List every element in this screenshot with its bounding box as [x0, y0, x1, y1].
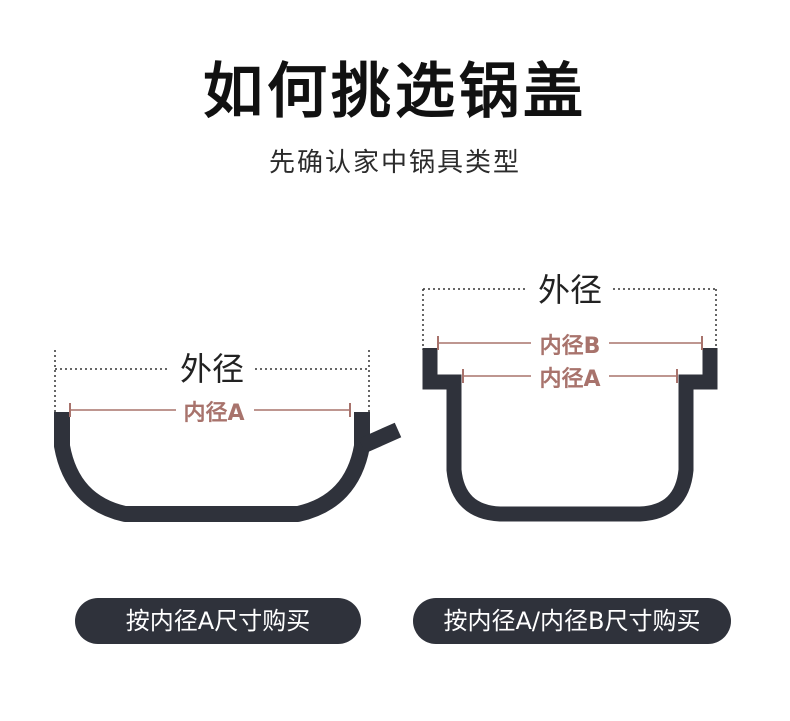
- left-pot: 外径 内径A: [54, 350, 402, 522]
- left-outer-label: 外径: [180, 350, 244, 388]
- left-pot-body: [54, 412, 370, 522]
- right-inner-b-label: 内径B: [540, 333, 601, 359]
- buy-by-inner-a-or-b-button[interactable]: 按内径A/内径B尺寸购买: [413, 598, 731, 644]
- right-outer-label: 外径: [538, 271, 602, 309]
- left-inner-a-label: 内径A: [183, 400, 244, 426]
- right-pot-body: [422, 348, 718, 522]
- page-title: 如何挑选锅盖: [203, 57, 587, 127]
- left-pot-handle: [358, 422, 402, 454]
- buy-by-inner-a-button[interactable]: 按内径A尺寸购买: [75, 598, 361, 644]
- right-pot: 外径 内径B 内径A: [422, 270, 718, 522]
- right-inner-a-label: 内径A: [539, 366, 600, 392]
- page-subtitle: 先确认家中锅具类型: [268, 148, 521, 178]
